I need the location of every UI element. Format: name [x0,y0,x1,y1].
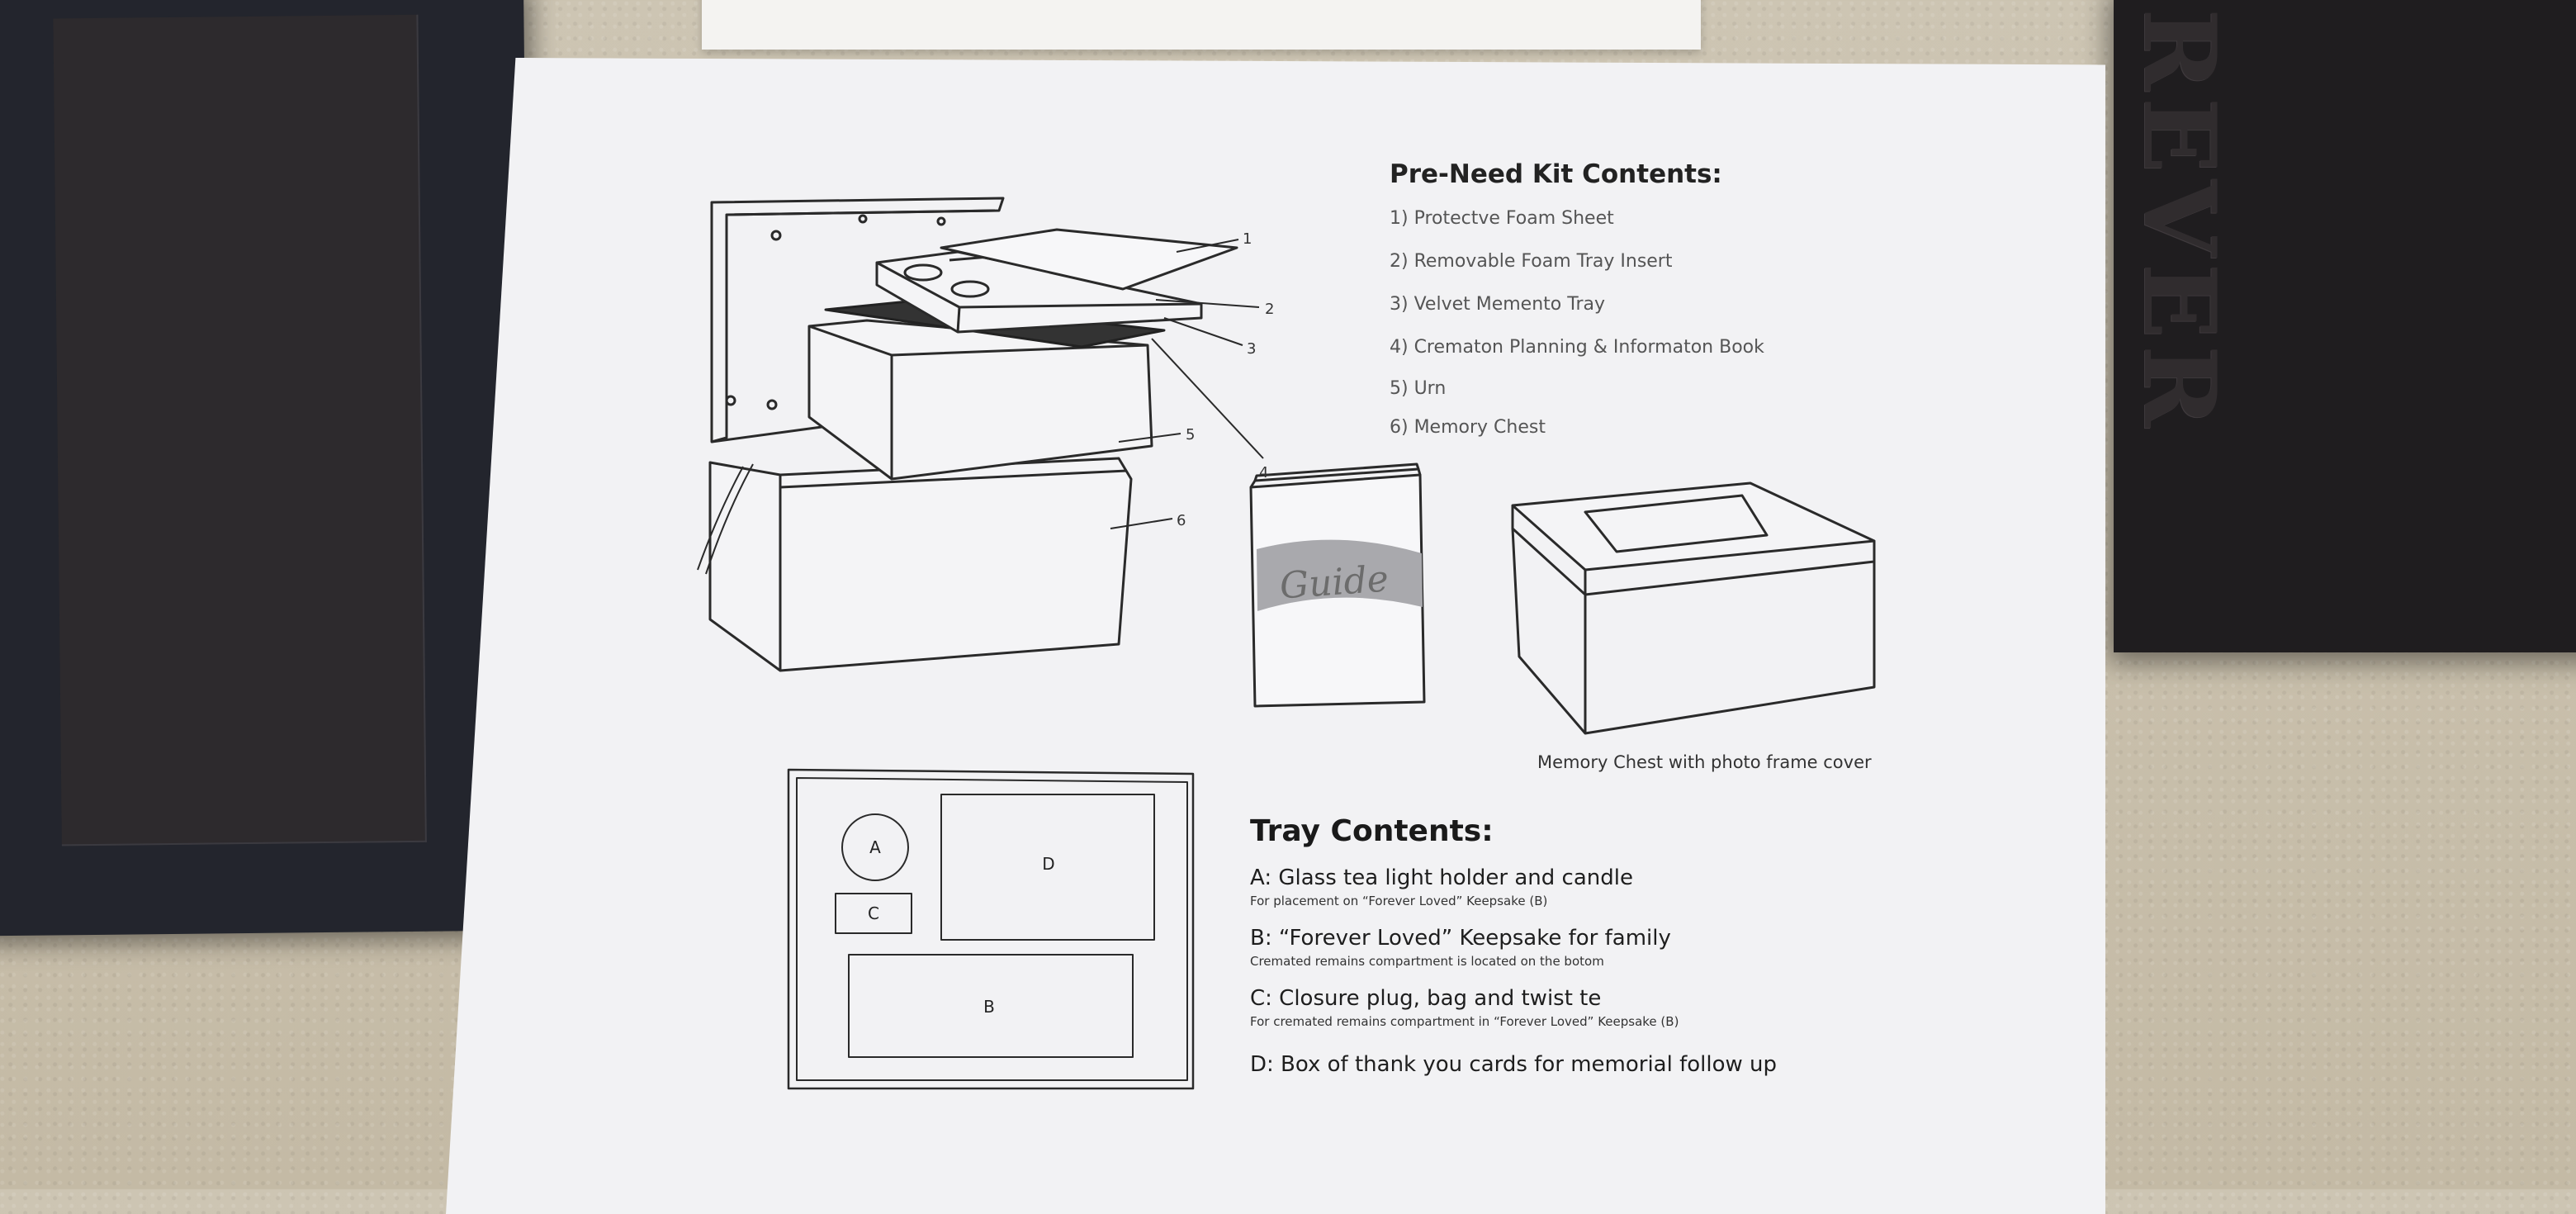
tray-label-d: D [1042,854,1054,874]
tray-item-a-note: For placement on “Forever Loved” Keepsak… [1250,894,1548,908]
tray-item-c: C: Closure plug, bag and twist te [1250,986,1602,1011]
exploded-label-1: 1 [1243,230,1252,248]
tray-item-a: A: Glass tea light holder and candle [1250,865,1633,890]
black-box-lid-right [2114,0,2576,652]
kit-item-6: 6) Memory Chest [1390,417,1546,438]
tray-item-d: D: Box of thank you cards for memorial f… [1250,1052,1778,1077]
sheet-drawings: 1 2 3 4 5 6 A C D B [697,197,1876,1090]
exploded-label-4: 4 [1259,464,1268,481]
tray-item-c-note: For cremated remains compartment in “For… [1250,1014,1679,1029]
urn-drawing [807,319,1153,481]
guide-book-drawing [1249,462,1426,708]
memory-chest-photo-frame-drawing [1511,481,1876,735]
exploded-label-3: 3 [1247,340,1256,358]
kit-item-5: 5) Urn [1390,378,1447,399]
tray-item-b: B: “Forever Loved” Keepsake for family [1250,926,1671,951]
guide-book-title: Guide [1278,557,1390,608]
kit-contents-title: Pre-Need Kit Contents: [1390,159,1722,189]
tray-contents-title: Tray Contents: [1250,814,1494,848]
leader-lines [1110,239,1264,529]
exploded-label-6: 6 [1177,512,1186,529]
exploded-label-2: 2 [1265,301,1274,318]
kit-item-4: 4) Crematon Planning & Informaton Book [1390,337,1764,358]
kit-item-2: 2) Removable Foam Tray Insert [1390,251,1673,272]
tray-label-a: A [869,837,881,857]
kit-item-3: 3) Velvet Memento Tray [1390,294,1605,315]
white-card-top [702,0,1701,50]
kit-item-1: 1) Protectve Foam Sheet [1390,208,1614,229]
protective-foam-sheet-drawing [940,228,1238,291]
tray-label-c: C [868,903,879,923]
memory-chest-drawing [697,457,1133,672]
tray-label-b: B [983,997,995,1017]
tray-item-b-note: Cremated remains compartment is located … [1250,954,1604,969]
chest-lid-open-drawing [710,197,1005,443]
exploded-label-5: 5 [1186,426,1195,443]
memory-chest-caption: Memory Chest with photo frame cover [1537,752,1872,772]
tray-layout-diagram [787,768,1195,1090]
